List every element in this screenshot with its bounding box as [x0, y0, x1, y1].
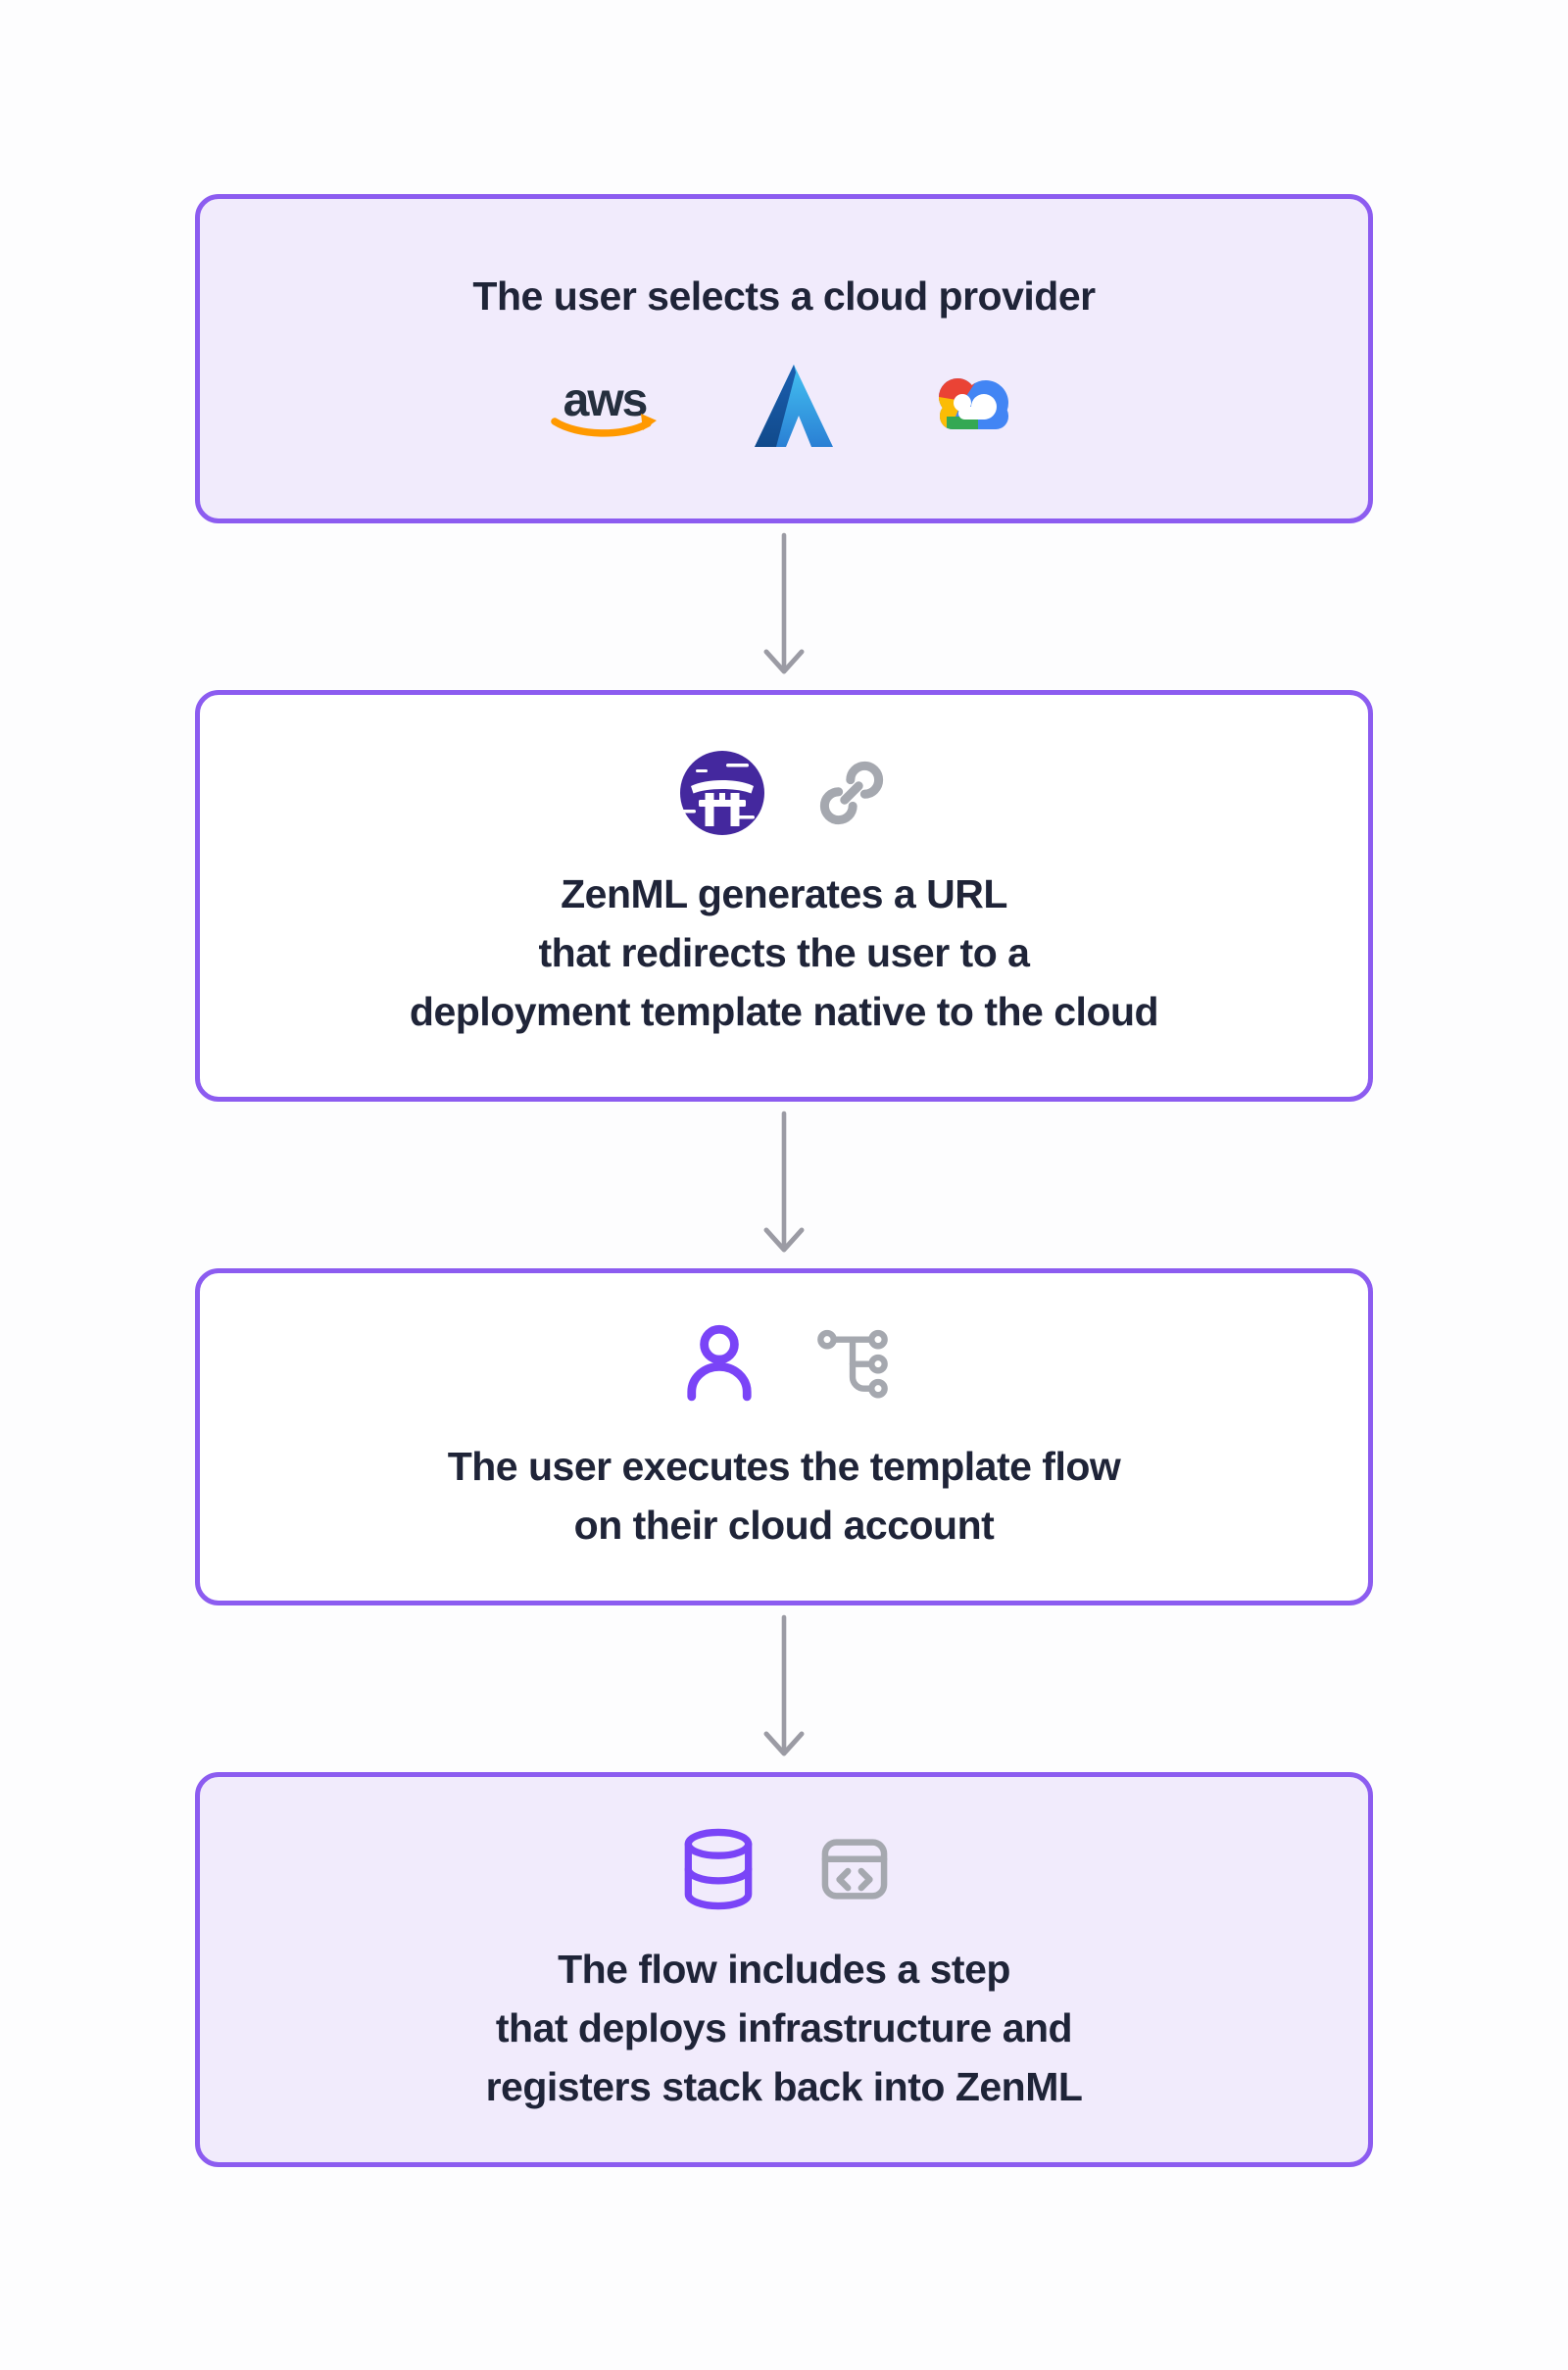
link-icon: [819, 761, 884, 825]
down-arrow-icon: [763, 1111, 805, 1253]
flow-arrow-down: [762, 1605, 806, 1772]
step-text-line: on their cloud account: [573, 1503, 995, 1548]
cloud-provider-logos: aws: [547, 361, 1021, 451]
step-text-line: ZenML generates a URL: [561, 871, 1007, 916]
azure-logo: [755, 365, 833, 447]
step-text-line: that deploys infrastructure and: [495, 2004, 1073, 2050]
aws-wordmark: aws: [564, 374, 647, 426]
step-text: ZenML generates a URL that redirects the…: [409, 864, 1159, 1041]
aws-logo: aws: [551, 374, 657, 437]
step-text-line: registers stack back into ZenML: [485, 2063, 1083, 2109]
step-card-generate-url: ZenML generates a URL that redirects the…: [195, 690, 1373, 1102]
step-card-execute-flow: The user executes the template flow on t…: [195, 1268, 1373, 1605]
step-text: The user executes the template flow on t…: [448, 1437, 1121, 1555]
user-icon: [687, 1324, 752, 1402]
step-icons: [676, 1319, 892, 1406]
database-icon: [684, 1828, 753, 1909]
step-card-select-provider: The user selects a cloud provider aws: [195, 194, 1373, 523]
step-text-line: The user executes the template flow: [447, 1444, 1121, 1489]
down-arrow-icon: [763, 1614, 805, 1756]
google-cloud-logo: [939, 378, 1008, 429]
aws-swoosh: [551, 418, 652, 437]
step-title: The user selects a cloud provider: [472, 273, 1096, 319]
aws-swoosh-arrow: [641, 414, 657, 430]
step-card-deploy-register: The flow includes a step that deploys in…: [195, 1772, 1373, 2167]
workflow-icon: [817, 1329, 888, 1399]
step-icons: [680, 751, 888, 835]
step-icons: [673, 1824, 895, 1914]
zenml-logo: [680, 751, 764, 835]
flow-arrow-down: [762, 523, 806, 690]
step-text: The flow includes a step that deploys in…: [486, 1940, 1083, 2116]
step-text-line: deployment template native to the cloud: [409, 989, 1159, 1034]
flow-arrow-down: [762, 1102, 806, 1268]
code-window-icon: [821, 1838, 888, 1900]
step-text-line: that redirects the user to a: [538, 930, 1030, 975]
step-text-line: The flow includes a step: [558, 1946, 1010, 1992]
down-arrow-icon: [763, 532, 805, 674]
